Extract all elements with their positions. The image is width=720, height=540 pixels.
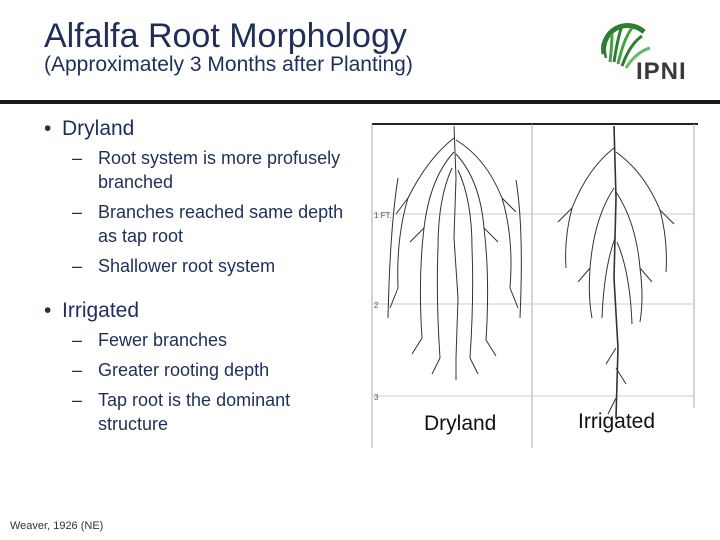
dash-icon: –: [72, 360, 83, 380]
sub-bullet: – Shallower root system: [72, 256, 276, 276]
slide-title: Alfalfa Root Morphology: [44, 17, 407, 55]
slide-subtitle: (Approximately 3 Months after Planting): [44, 53, 413, 76]
bullet-irrigated: • Irrigated: [44, 298, 344, 324]
sub-bullet: – Branches reached same depth as tap roo…: [72, 202, 344, 246]
depth-label-3: 3: [374, 393, 379, 402]
bullet-label: Dryland: [62, 117, 135, 140]
dash-icon: –: [72, 390, 83, 410]
sub-bullet: – Tap root is the dominant structure: [72, 390, 291, 434]
dash-icon: –: [72, 256, 83, 276]
bullet-dryland: • Dryland: [44, 116, 344, 142]
source-credit: Weaver, 1926 (NE): [10, 520, 104, 532]
bullet-dot-icon: •: [44, 299, 52, 322]
depth-label-1ft: 1 FT.: [374, 211, 392, 220]
sub-bullet: – Fewer branches: [72, 330, 228, 350]
sub-bullet: – Root system is more profusely branched: [72, 148, 341, 192]
bullet-label: Irrigated: [62, 299, 140, 322]
bullet-dot-icon: •: [44, 117, 52, 140]
ipni-logo-icon: [600, 23, 651, 69]
dash-icon: –: [72, 202, 83, 222]
bullet-list: • Dryland – Root system is more profusel…: [44, 116, 344, 442]
dryland-root-drawing: [387, 125, 522, 380]
sub-bullet: – Greater rooting depth: [72, 360, 270, 380]
root-morphology-figure: 1 FT. 2 3: [371, 123, 698, 448]
title-divider: [0, 100, 720, 104]
dash-icon: –: [72, 148, 83, 168]
irrigated-root-drawing: [557, 125, 675, 419]
dash-icon: –: [72, 330, 83, 350]
caption-dryland: Dryland: [424, 412, 497, 435]
depth-label-2: 2: [374, 301, 379, 310]
logo-text: IPNI: [636, 58, 687, 85]
caption-irrigated: Irrigated: [578, 410, 656, 433]
